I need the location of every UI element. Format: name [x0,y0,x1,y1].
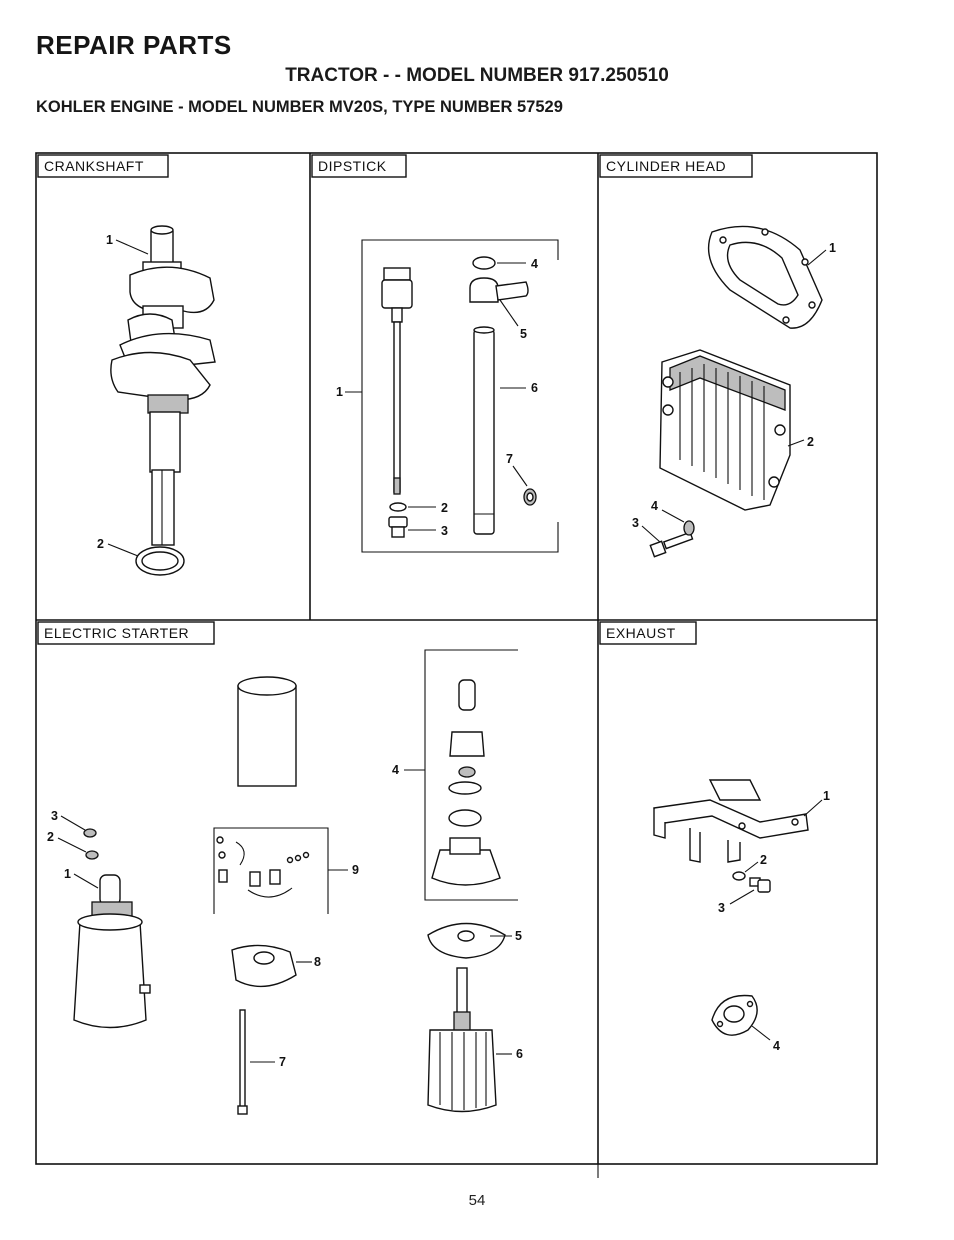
starter-tube-part[interactable] [237,676,297,787]
dipstick-callout-4: 4 [531,257,538,271]
engine-model-heading: KOHLER ENGINE - MODEL NUMBER MV20S, TYPE… [36,98,563,116]
starter-callout-6: 6 [516,1047,523,1061]
starter-armature-part[interactable] [427,967,497,1113]
exhaust-callout-1: 1 [823,789,830,803]
crankshaft-part[interactable] [110,225,216,546]
diagram-grid [35,152,878,1178]
cylinder-head-callout-3: 3 [632,516,639,530]
starter-callout-9: 9 [352,863,359,877]
exhaust-section: EXHAUST 1 2 3 4 [599,621,830,1053]
dipstick-callout-7: 7 [506,452,513,466]
dipstick-oring-part[interactable] [472,256,496,270]
exhaust-bracket-part[interactable] [653,779,809,863]
cylinder-head-label-box [599,154,753,178]
dipstick-callout-5: 5 [520,327,527,341]
starter-drive-assembly-part[interactable] [431,679,501,886]
starter-drive-end-cap-part[interactable] [427,922,506,959]
electric-starter-label: ELECTRIC STARTER [44,625,189,641]
cylinder-head-callout-1: 1 [829,241,836,255]
dipstick-tube-part[interactable] [473,326,495,535]
starter-motor-part[interactable] [73,874,151,1029]
starter-callout-3: 3 [51,809,58,823]
crankshaft-label-box [37,154,169,178]
cylinder-head-callout-4: 4 [651,499,658,513]
cylinder-head-label: CYLINDER HEAD [606,158,726,174]
starter-callout-7: 7 [279,1055,286,1069]
cylinder-head-section: CYLINDER HEAD 1 2 [599,154,836,558]
cylinder-head-washer-part[interactable] [683,520,695,536]
exhaust-label: EXHAUST [606,625,676,641]
dipstick-tube-grommet-part[interactable] [523,488,537,506]
electric-starter-label-box [37,621,215,645]
cylinder-head-callout-2: 2 [807,435,814,449]
dipstick-label: DIPSTICK [318,158,387,174]
dipstick-callout-6: 6 [531,381,538,395]
dipstick-callout-3: 3 [441,524,448,538]
exhaust-gasket-part[interactable] [711,994,758,1036]
starter-callout-5: 5 [515,929,522,943]
crankshaft-callout-2: 2 [97,537,104,551]
starter-callout-2: 2 [47,830,54,844]
exhaust-callout-2: 2 [760,853,767,867]
starter-end-cap-part[interactable] [231,944,297,988]
crankshaft-label: CRANKSHAFT [44,158,144,174]
dipstick-clamp-part[interactable] [469,277,529,303]
crankshaft-washer-part[interactable] [135,546,185,576]
dipstick-oring-small-part[interactable] [389,502,407,512]
dipstick-grommet-part[interactable] [388,516,408,538]
dipstick-label-box [311,154,407,178]
exhaust-bolt-part[interactable] [749,877,771,893]
dipstick-callout-1: 1 [336,385,343,399]
starter-washer-part[interactable] [85,850,99,860]
dipstick-part[interactable] [381,267,413,495]
exhaust-washer-part[interactable] [732,871,746,881]
page-number: 54 [468,1192,486,1209]
crankshaft-section: CRANKSHAFT 1 2 [37,154,216,576]
starter-through-bolt-part[interactable] [237,1009,248,1115]
crankshaft-callout-1: 1 [106,233,113,247]
exhaust-label-box [599,621,697,645]
page-title: REPAIR PARTS [36,30,232,60]
starter-brush-kit-part[interactable] [213,827,329,914]
cylinder-head-bolt-part[interactable] [649,531,694,558]
exhaust-callout-3: 3 [718,901,725,915]
dipstick-callout-2: 2 [441,501,448,515]
cylinder-head-gasket-part[interactable] [707,225,823,329]
tractor-model-heading: TRACTOR - - MODEL NUMBER 917.250510 [285,65,669,86]
exhaust-callout-4: 4 [773,1039,780,1053]
starter-callout-1: 1 [64,867,71,881]
electric-starter-section: ELECTRIC STARTER 1 2 3 [37,621,523,1115]
starter-nut-part[interactable] [83,828,97,838]
cylinder-head-part[interactable] [659,349,791,511]
starter-callout-4: 4 [392,763,399,777]
starter-callout-8: 8 [314,955,321,969]
dipstick-section: DIPSTICK 1 2 3 4 5 [311,154,559,553]
